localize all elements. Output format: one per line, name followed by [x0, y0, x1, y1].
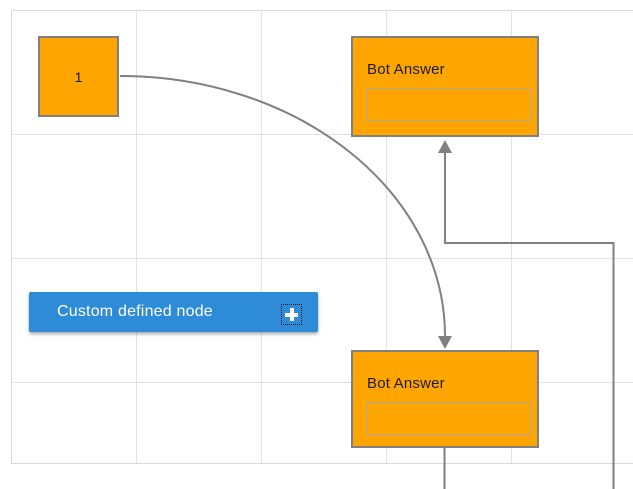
node-start-label: 1: [74, 68, 83, 85]
bot-answer-input[interactable]: [366, 402, 531, 435]
node-bot-answer-top[interactable]: Bot Answer: [351, 36, 539, 137]
node-title: Bot Answer: [367, 61, 445, 78]
bot-answer-input[interactable]: [366, 88, 531, 121]
node-bot-answer-bottom[interactable]: Bot Answer: [351, 350, 539, 448]
plus-icon[interactable]: [281, 304, 302, 325]
arrowhead-up-icon: [438, 140, 452, 153]
curved-link[interactable]: [119, 75, 446, 337]
arrowhead-down-icon: [438, 336, 452, 349]
custom-defined-node-button[interactable]: Custom defined node: [29, 292, 318, 332]
plus-icon-bar: [289, 308, 294, 321]
orthogonal-link[interactable]: [444, 153, 615, 489]
node-start[interactable]: 1: [38, 36, 119, 117]
node-title: Bot Answer: [367, 375, 445, 392]
custom-node-label: Custom defined node: [57, 303, 213, 320]
